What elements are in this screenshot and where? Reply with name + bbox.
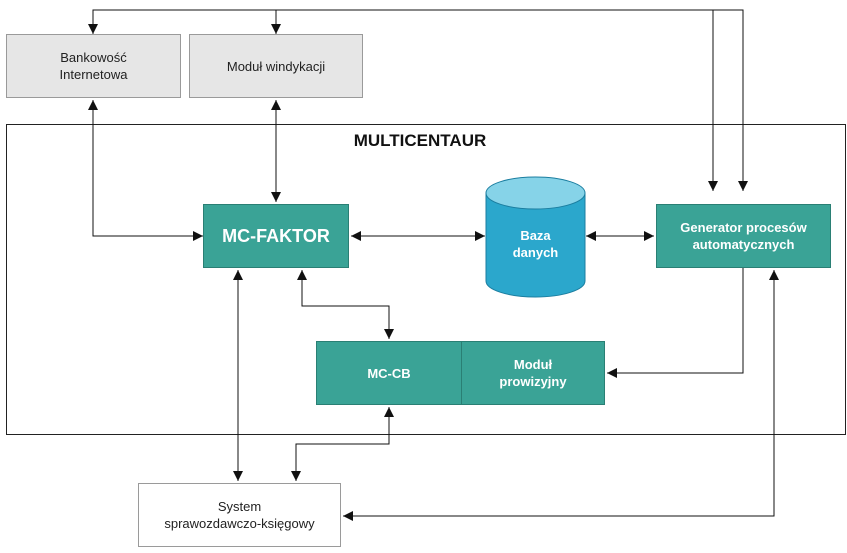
connector-mcfaktor-mccb (297, 270, 394, 339)
connector-mccb-system (291, 407, 394, 481)
mc-faktor-box: MC-FAKTOR (203, 204, 349, 268)
generator-procesow-box: Generator procesów automatycznych (656, 204, 831, 268)
baza-danych-label: Baza danych (512, 228, 559, 260)
connector-bankowosc-mcfaktor (88, 100, 203, 241)
mc-faktor-label: MC-FAKTOR (222, 225, 330, 246)
connector-generator-windykacja (271, 9, 718, 191)
generator-procesow-label: Generator procesów automatycznych (680, 220, 807, 252)
system-sprawozdawczo-ksiegowy-box: System sprawozdawczo-księgowy (138, 483, 341, 547)
connector-generator-bankowosc (88, 9, 748, 191)
connector-generator-system (343, 270, 779, 521)
connector-generator-prowizyjny (607, 268, 744, 378)
system-sprawozdawczo-ksiegowy-label: System sprawozdawczo-księgowy (164, 499, 315, 531)
